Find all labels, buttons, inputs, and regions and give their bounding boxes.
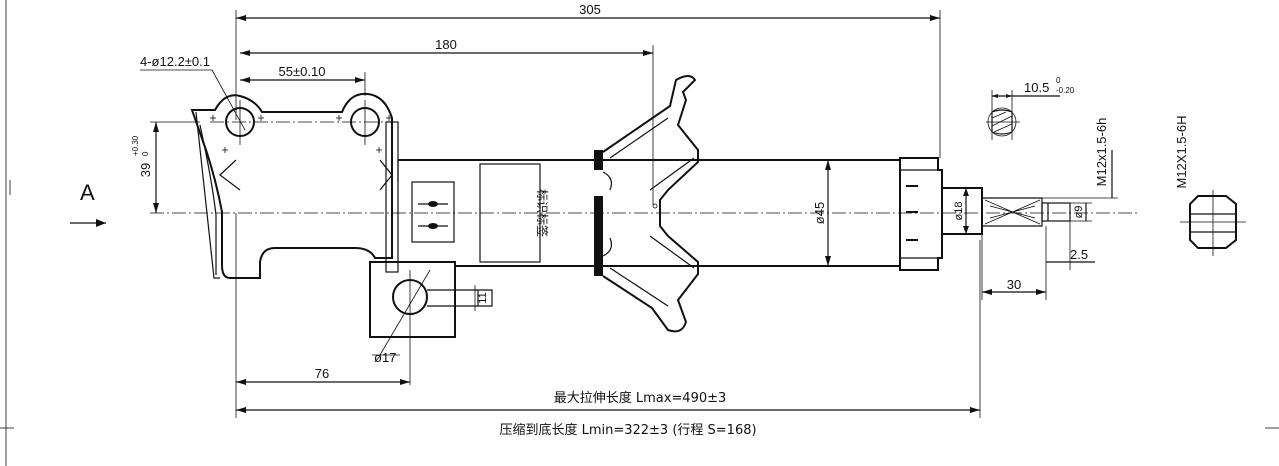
dimension-texts: 305 180 55±0.10 4-ø12.2±0.1 39 +0.30 0 ø… — [131, 2, 1189, 438]
lmax-text: 最大拉伸长度 Lmax=490±3 — [554, 390, 727, 406]
dim-305: 305 — [579, 2, 601, 17]
lmin-text: 压缩到底长度 Lmin=322±3 (行程 S=168) — [499, 422, 756, 438]
view-arrow-a: A — [70, 180, 106, 227]
spring-seat — [594, 75, 699, 333]
dim-nut-thread: M12X1.5-6H — [1174, 116, 1189, 189]
dim-thread-length: 30 — [1007, 277, 1021, 292]
label-box-text: 标识标签 — [535, 189, 550, 237]
dim-rod-diameter: ø18 — [953, 202, 965, 221]
clamp-block — [369, 261, 493, 385]
dim-39: 39 — [138, 163, 153, 177]
dim-tip-length: 2.5 — [1070, 247, 1088, 262]
flat-section-view — [986, 90, 1060, 140]
dim-thread-spec: M12x1.5-6h — [1094, 118, 1109, 187]
top-collar — [899, 157, 943, 271]
dim-tip-diameter: ø9 — [1073, 206, 1085, 219]
dim-39-tol-upper: +0.30 — [131, 135, 140, 156]
mounting-bracket — [190, 92, 399, 279]
cylinder-body: 标识标签 — [397, 159, 900, 267]
nut-view — [1180, 190, 1246, 256]
dim-76: 76 — [315, 366, 329, 381]
dim-body-diameter: ø45 — [812, 202, 827, 224]
view-label: A — [80, 180, 95, 205]
dim-slot-width: 11 — [477, 292, 489, 303]
dim-180: 180 — [435, 37, 457, 52]
dim-flat-width: 10.5 — [1024, 80, 1049, 95]
piston-rod — [941, 187, 1071, 235]
dim-39-tol-lower: 0 — [141, 151, 150, 156]
dim-55: 55±0.10 — [279, 64, 326, 79]
dimension-lines — [140, 10, 1118, 418]
bolt-box — [411, 181, 455, 243]
dim-flat-tol-upper: 0 — [1056, 76, 1061, 85]
dim-mount-holes: 4-ø12.2±0.1 — [140, 54, 210, 69]
dim-flat-tol-lower: -0.20 — [1056, 86, 1075, 95]
label-box — [479, 163, 541, 263]
dim-clamp-hole: ø17 — [374, 350, 396, 365]
